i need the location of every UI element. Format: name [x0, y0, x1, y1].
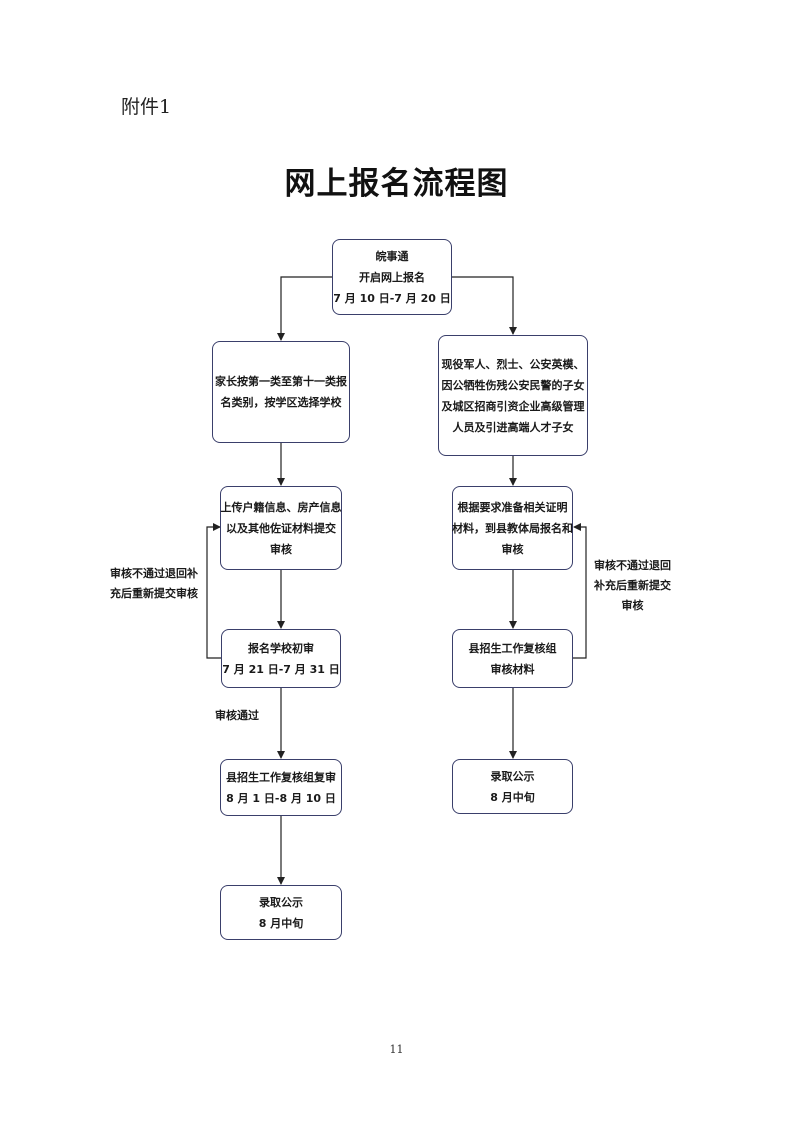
- note-line: 补充后重新提交: [594, 579, 671, 592]
- left-step5-box: 录取公示 8 月中旬: [220, 885, 342, 940]
- right-step2-box: 根据要求准备相关证明 材料，到县教体局报名和 审核: [452, 486, 573, 570]
- note-line: 审核不通过退回: [594, 559, 671, 572]
- box-line: 开启网上报名: [359, 270, 425, 284]
- note-line: 充后重新提交审核: [110, 587, 198, 600]
- page-number: 11: [389, 1043, 404, 1056]
- box-line: 上传户籍信息、房产信息: [220, 500, 342, 514]
- box-line: 7 月 21 日-7 月 31 日: [222, 662, 340, 676]
- box-line: 8 月 1 日-8 月 10 日: [226, 791, 336, 805]
- start-box: 皖事通 开启网上报名 7 月 10 日-7 月 20 日: [332, 239, 452, 315]
- box-line: 根据要求准备相关证明: [457, 500, 568, 514]
- pass-note: 审核通过: [215, 709, 259, 722]
- right-step4-box: 录取公示 8 月中旬: [452, 759, 573, 814]
- left-step4-box: 县招生工作复核组复审 8 月 1 日-8 月 10 日: [220, 759, 342, 816]
- box-line: 县招生工作复核组: [468, 641, 557, 655]
- right-step3-box: 县招生工作复核组 审核材料: [452, 629, 573, 688]
- left-loop-note: 审核不通过退回补 充后重新提交审核: [110, 564, 198, 604]
- right-step1-box: 现役军人、烈士、公安英模、 因公牺牲伤残公安民警的子女 及城区招商引资企业高级管…: [438, 335, 588, 456]
- box-line: 人员及引进高端人才子女: [452, 420, 574, 434]
- left-step1-box: 家长按第一类至第十一类报 名类别，按学区选择学校: [212, 341, 350, 443]
- box-line: 审核: [501, 542, 524, 556]
- left-step3-box: 报名学校初审 7 月 21 日-7 月 31 日: [221, 629, 341, 688]
- connector-start-to-left: [277, 276, 332, 341]
- box-line: 材料，到县教体局报名和: [452, 521, 573, 535]
- box-line: 录取公示: [258, 895, 303, 909]
- connector-right-loop: [573, 523, 587, 659]
- box-line: 8 月中旬: [490, 790, 535, 804]
- box-line: 8 月中旬: [258, 916, 304, 930]
- box-line: 名类别，按学区选择学校: [220, 396, 342, 409]
- box-line: 皖事通: [375, 249, 409, 263]
- right-loop-note: 审核不通过退回 补充后重新提交 审核: [594, 556, 671, 616]
- box-line: 及城区招商引资企业高级管理: [441, 399, 585, 413]
- box-line: 7 月 10 日-7 月 20 日: [333, 291, 451, 305]
- page-title: 网上报名流程图: [284, 166, 509, 202]
- connector-left-loop: [206, 523, 221, 659]
- box-line: 家长按第一类至第十一类报: [215, 375, 347, 388]
- box-line: 审核: [270, 542, 292, 556]
- box-line: 现役军人、烈士、公安英模、: [441, 357, 585, 371]
- box-line: 审核材料: [490, 662, 535, 676]
- note-line: 审核: [621, 599, 644, 612]
- connector-start-to-right: [452, 276, 517, 335]
- note-line: 审核不通过退回补: [110, 567, 198, 580]
- box-line: 以及其他佐证材料提交: [226, 521, 336, 535]
- box-line: 报名学校初审: [248, 641, 314, 655]
- box-line: 县招生工作复核组复审: [226, 770, 336, 784]
- left-step2-box: 上传户籍信息、房产信息 以及其他佐证材料提交 审核: [220, 486, 342, 570]
- box-line: 因公牺牲伤残公安民警的子女: [441, 378, 585, 392]
- attachment-label: 附件1: [121, 96, 172, 118]
- box-line: 录取公示: [490, 769, 535, 783]
